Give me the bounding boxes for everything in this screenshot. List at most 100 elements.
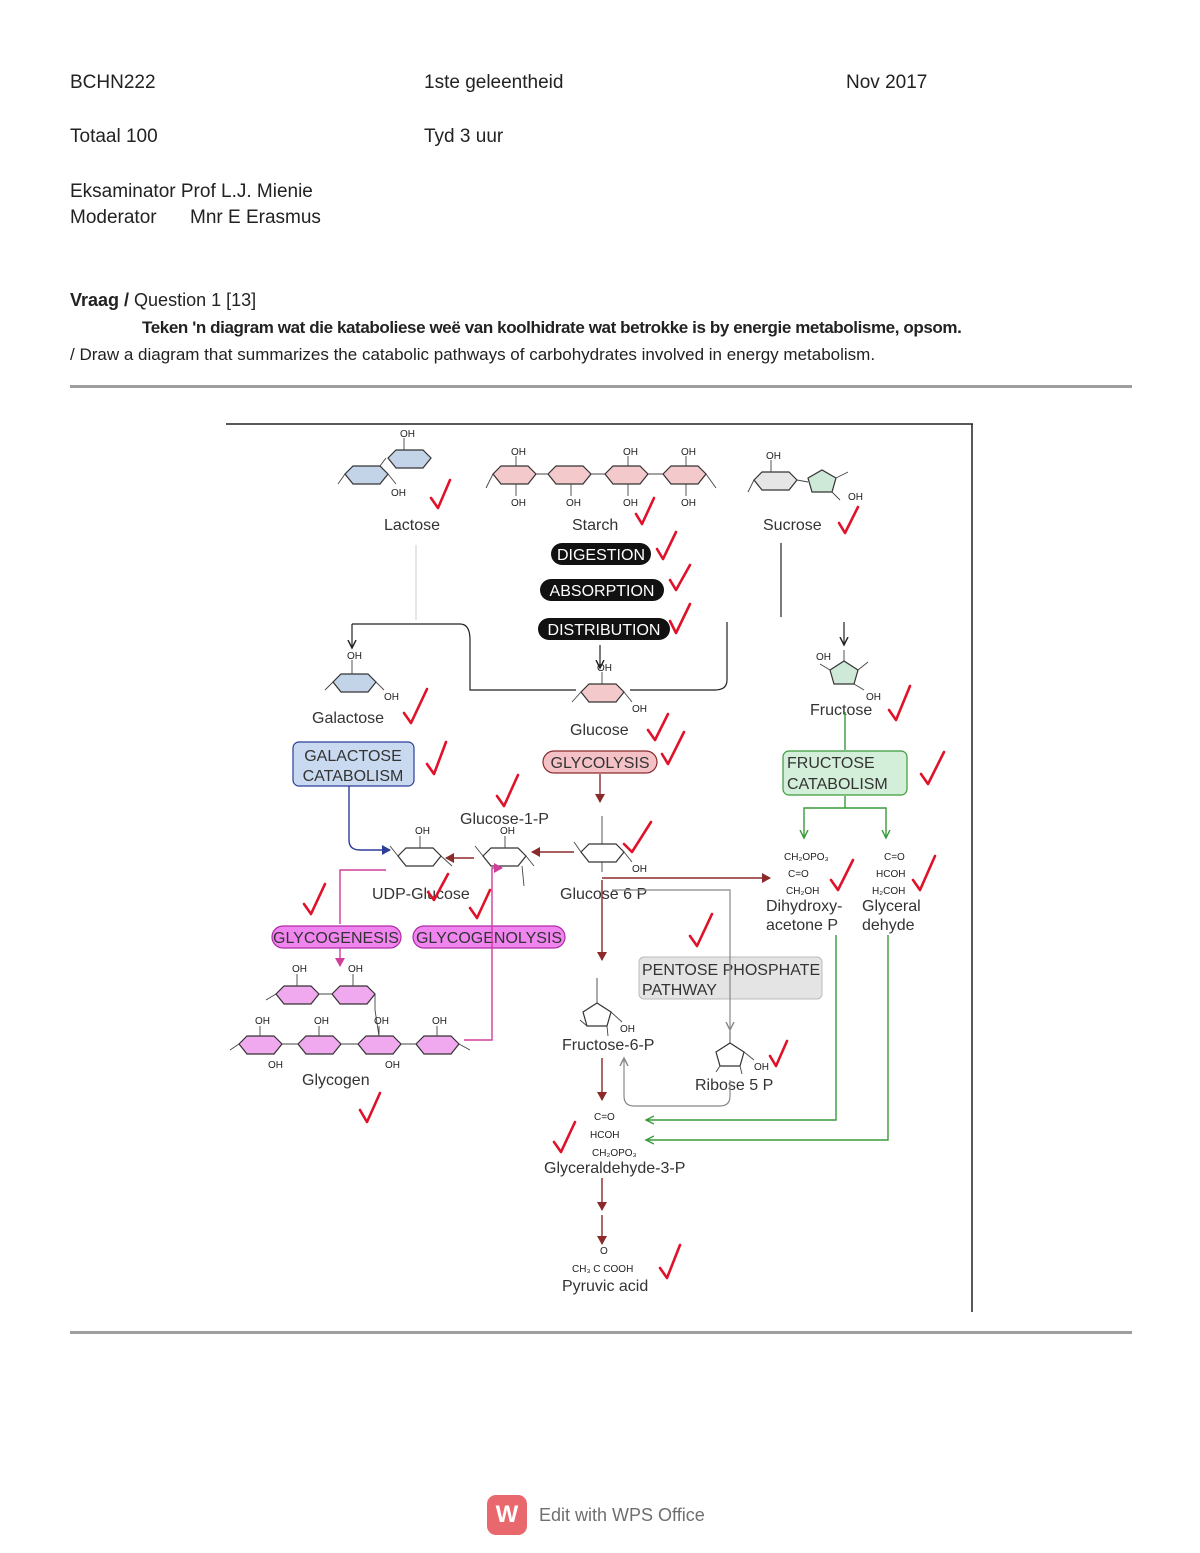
label-glyceraldehyde-2: dehyde (862, 917, 915, 934)
glycogenesis-box (271, 925, 402, 949)
label-glycogen: Glycogen (302, 1072, 370, 1089)
dhap-ch2oh: CH₂OH (786, 886, 819, 897)
svg-text:OH: OH (597, 663, 612, 674)
gla-hcoh: HCOH (876, 869, 905, 880)
svg-text:OH: OH (432, 1016, 447, 1027)
question-english: / Draw a diagram that summarizes the cat… (70, 345, 876, 364)
magenta-pathways (335, 863, 503, 1041)
lactose-ring-2 (387, 449, 432, 469)
dhap-co: C=O (788, 869, 809, 880)
starch-ring-4 (662, 465, 707, 485)
wps-footer[interactable]: W Edit with WPS Office (487, 1495, 705, 1535)
udp-glycogenesis-line (339, 869, 386, 924)
svg-text:OH: OH (620, 1024, 635, 1035)
galactose-catabolism-box (292, 741, 415, 787)
absorption-box (540, 579, 664, 601)
svg-text:OH: OH (866, 692, 881, 703)
svg-text:OH: OH (681, 447, 696, 458)
ppp-connectors (612, 889, 731, 1107)
label-glucose-1p: Glucose-1-P (460, 811, 549, 828)
tick-icon (660, 730, 686, 766)
galactose-ring (332, 673, 377, 693)
svg-text:OH: OH (766, 451, 781, 462)
label-glyceraldehyde-3p: Glyceraldehyde-3-P (544, 1160, 685, 1177)
tick-icon (302, 882, 327, 916)
svg-text:OH: OH (848, 492, 863, 503)
pyruvic-formula: CH₃ C COOH (572, 1264, 633, 1275)
tick-icon (688, 912, 714, 948)
tick-icon (634, 496, 656, 526)
tick-icon (829, 858, 855, 892)
g6p-ribose-arrow (612, 889, 730, 1030)
pyruvic-o: O (600, 1246, 608, 1257)
galactose-catabolism-label-2: CATABOLISM (303, 768, 404, 785)
lactose-ring-1 (344, 465, 389, 485)
sucrose-ring-1 (753, 471, 798, 491)
fructose-ring (829, 660, 859, 685)
ribose-5p-ring (715, 1042, 745, 1067)
tick-icon (668, 602, 692, 635)
svg-text:OH: OH (816, 652, 831, 663)
tick-icon (622, 820, 653, 854)
tick-icon (668, 563, 692, 592)
svg-text:OH: OH (255, 1016, 270, 1027)
ring-bonds (229, 438, 869, 1075)
bottom-rule (70, 1331, 1132, 1334)
glycolysis-label: GLYCOLYSIS (551, 755, 650, 772)
glycogenesis-label: GLYCOGENESIS (273, 930, 399, 947)
question-label-bold: Vraag / (70, 290, 130, 310)
moderator-name: Mnr E Erasmus (190, 207, 321, 228)
gla-co: C=O (884, 852, 905, 863)
tick-icon (552, 1120, 577, 1154)
svg-text:OH: OH (511, 447, 526, 458)
g3p-co: C=O (594, 1112, 615, 1123)
glycogen-g1p-arrow (464, 863, 503, 1041)
svg-text:OH: OH (384, 692, 399, 703)
pentose-phosphate-label-2: PATHWAY (642, 982, 717, 999)
label-dhap-1: Dihydroxy- (766, 898, 842, 915)
galactose-catabolism-label-1: GALACTOSE (304, 748, 402, 765)
wps-logo-icon: W (487, 1495, 527, 1535)
label-sucrose: Sucrose (763, 517, 822, 534)
label-ribose-5p: Ribose 5 P (695, 1077, 773, 1094)
label-starch: Starch (572, 517, 618, 534)
chem-formulas: CH₂OPO₃ C=O CH₂OH C=O HCOH H₂COH C=O HCO… (572, 852, 905, 1275)
svg-text:OH: OH (632, 704, 647, 715)
tick-icon (495, 773, 520, 808)
svg-text:OH: OH (623, 447, 638, 458)
tick-icon (646, 712, 670, 742)
tick-icon (468, 888, 492, 920)
sucrose-ring-2 (807, 469, 837, 493)
label-fructose: Fructose (810, 702, 872, 719)
tick-icon (658, 1243, 682, 1280)
label-lactose: Lactose (384, 517, 440, 534)
fructose-6p-ring (582, 1002, 612, 1027)
tick-icon (887, 684, 912, 722)
fructose-catabolism-label-1: FRUCTOSE (787, 755, 875, 772)
g3p-ch2opo3: CH₂OPO₃ (592, 1148, 637, 1159)
total-marks: Totaal 100 (70, 126, 158, 147)
exam-duration: Tyd 3 uur (424, 126, 504, 147)
svg-text:OH: OH (391, 488, 406, 499)
wps-edit-link[interactable]: Edit with WPS Office (539, 1504, 705, 1525)
svg-text:OH: OH (292, 964, 307, 975)
gla-h2coh: H₂COH (872, 886, 905, 897)
ribose-f6p-arrow (624, 1058, 731, 1107)
svg-text:OH: OH (754, 1062, 769, 1073)
tick-icon (425, 740, 448, 776)
question-afrikaans: Teken 'n diagram wat die kataboliese weë… (142, 318, 962, 337)
fructose-glyceraldehyde-arrow (845, 807, 886, 838)
exam-sitting: 1ste geleentheid (424, 72, 564, 93)
glucose-6p-ring (580, 843, 625, 863)
distribution-box (538, 618, 670, 640)
glycogen-ring-4 (297, 1035, 342, 1055)
dhap-g3p-arrow (646, 935, 837, 1120)
g3p-hcoh: HCOH (590, 1130, 619, 1141)
svg-text:OH: OH (500, 826, 515, 837)
starch-ring-2 (547, 465, 592, 485)
moderator-label: Moderator (70, 207, 157, 228)
starch-ring-1 (492, 465, 537, 485)
starch-ring-3 (604, 465, 649, 485)
label-glucose-6p: Glucose 6 P (560, 886, 647, 903)
